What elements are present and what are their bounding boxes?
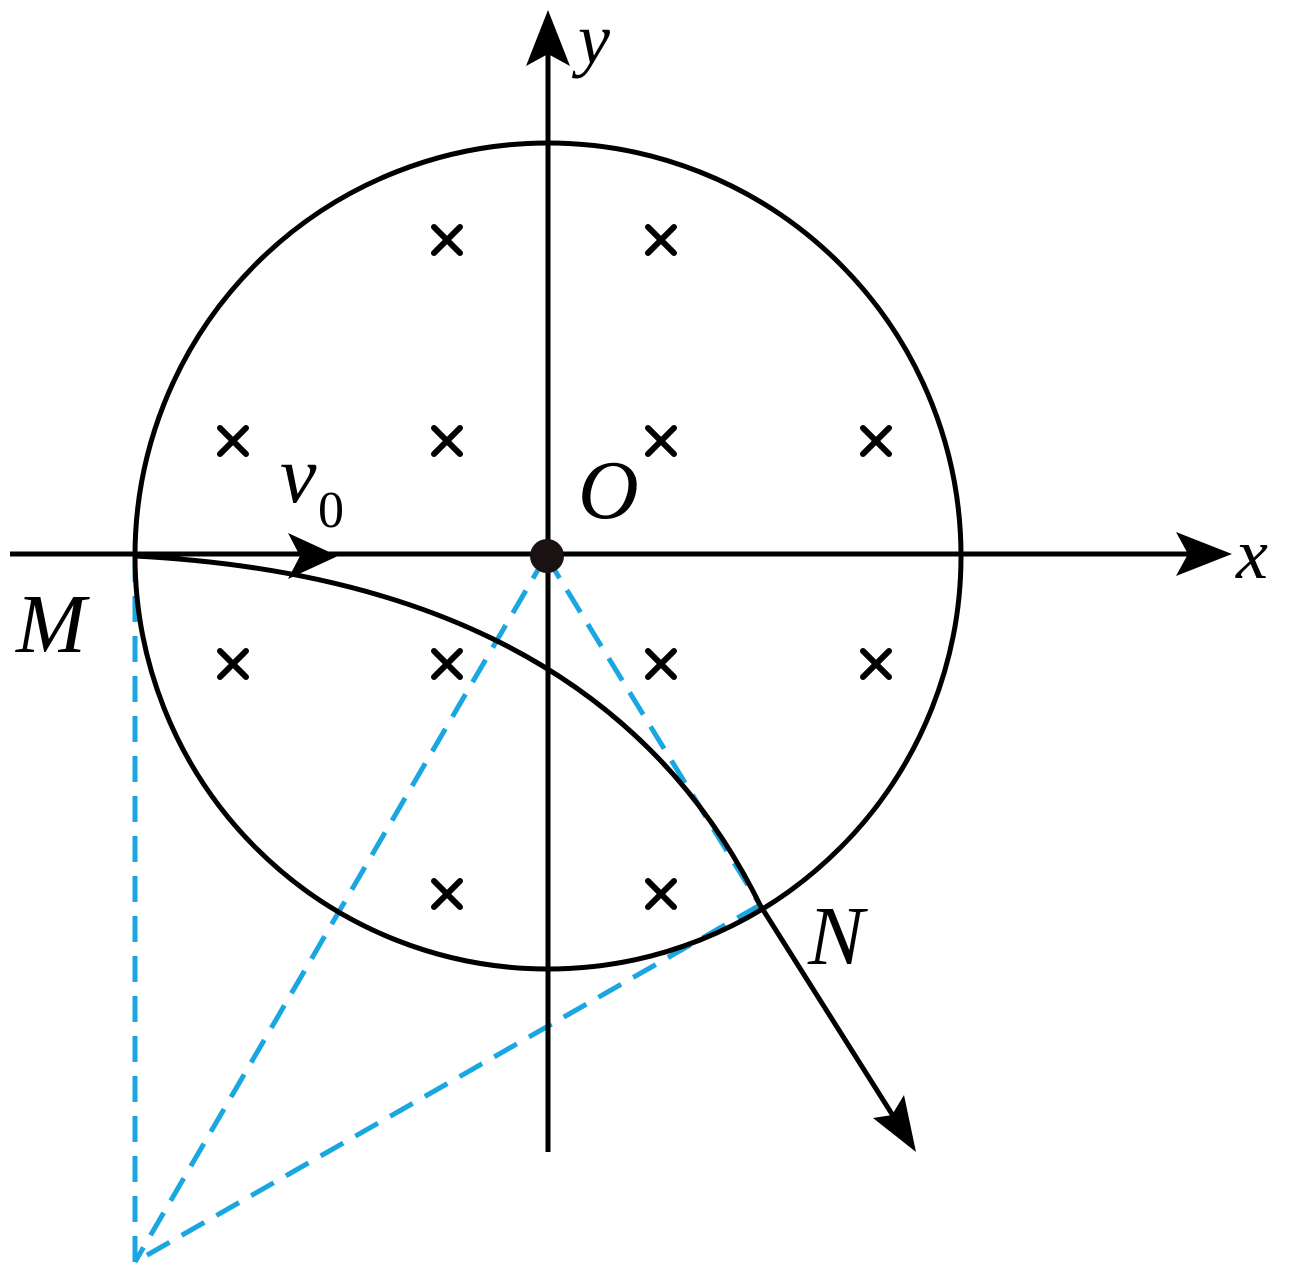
field-cross-mark: [217, 648, 249, 680]
velocity-arrowhead: [288, 533, 338, 579]
point-m-label: M: [15, 578, 90, 671]
velocity-label: v: [280, 429, 317, 520]
field-cross-mark: [431, 648, 463, 680]
origin-point: [530, 539, 564, 573]
field-cross-mark: [645, 425, 677, 457]
magnetic-field-marks: [217, 224, 892, 910]
field-cross-mark: [431, 425, 463, 457]
construction-lines: [132, 554, 763, 1265]
field-cross-mark: [645, 878, 677, 910]
x-axis-arrowhead: [1176, 532, 1232, 576]
field-cross-mark: [645, 224, 677, 256]
radius-line-o-to-n: [543, 554, 763, 907]
exit-arrowhead: [873, 1095, 916, 1152]
field-cross-mark: [431, 224, 463, 256]
y-axis-label: y: [571, 0, 610, 79]
x-axis: [10, 532, 1232, 576]
y-axis-arrowhead: [526, 10, 570, 66]
point-n-label: N: [807, 890, 868, 983]
line-o-to-center: [132, 554, 549, 1264]
field-cross-mark: [217, 425, 249, 457]
x-axis-label: x: [1235, 514, 1268, 594]
velocity-subscript: 0: [318, 482, 344, 539]
field-cross-mark: [860, 648, 892, 680]
y-axis: [526, 10, 570, 1152]
field-cross-mark: [431, 878, 463, 910]
field-cross-mark: [645, 648, 677, 680]
particle-trajectory: [134, 553, 916, 1152]
field-cross-mark: [860, 425, 892, 457]
origin-label: O: [578, 444, 639, 537]
